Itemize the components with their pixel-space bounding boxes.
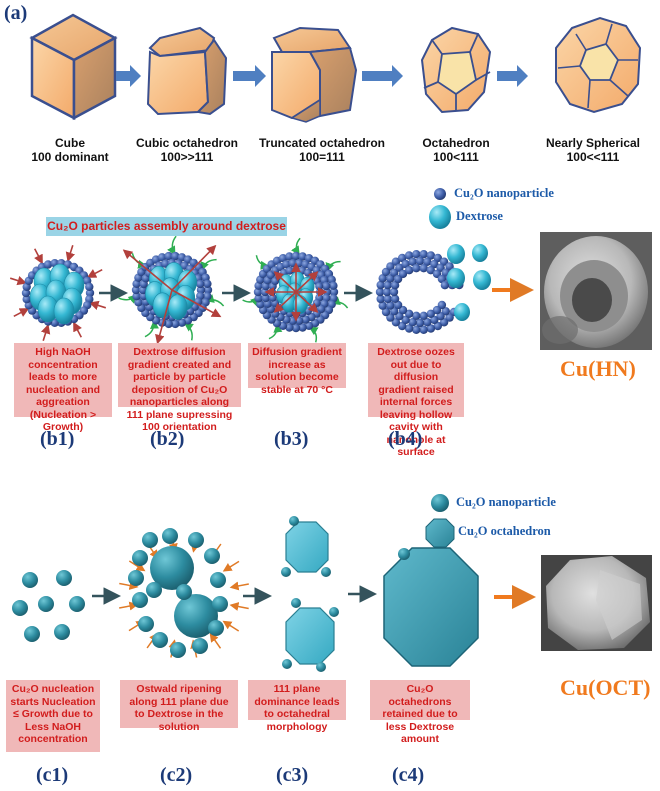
shape-ratio: 100=111	[299, 150, 345, 164]
panel-a-label: (a)	[4, 2, 28, 24]
legend-label-octahedron-c: Cu₂O octahedron	[458, 524, 551, 538]
cube-shape	[29, 13, 118, 121]
sem-image-hn	[540, 232, 652, 350]
legend-label-cu2o-b: Cu₂O nanoparticle	[454, 186, 554, 200]
shape-name: Truncated octahedron	[258, 136, 386, 150]
shape-caption-nearly-spherical: Nearly Spherical 100<<111	[530, 136, 656, 164]
step-c3-description: 111 plane dominance leads to octahedral …	[248, 680, 346, 733]
shape-caption-cube: Cube 100 dominant	[10, 136, 130, 164]
shape-caption-truncated-octahedron: Truncated octahedron 100=111	[247, 136, 397, 164]
shape-name: Nearly Spherical	[545, 136, 641, 150]
cubic-octahedron-shape	[146, 26, 228, 116]
c2-ostwald-ripening	[119, 528, 249, 658]
shape-caption-octahedron: Octahedron 100<111	[400, 136, 512, 164]
legend-cu2o-ball-c	[431, 494, 449, 512]
product-label-hn: Cu(HN)	[560, 356, 636, 381]
shape-caption-cubic-octahedron: Cubic octahedron 100>>111	[122, 136, 252, 164]
arrow-a1	[116, 65, 141, 87]
step-b3-description: Diffusion gradient increase as solution …	[248, 343, 346, 396]
step-c1-label: (c1)	[36, 764, 69, 786]
shape-name: Cubic octahedron	[135, 136, 238, 150]
shape-ratio: 100<<111	[566, 150, 620, 164]
b1-aggregate	[9, 244, 107, 342]
step-b3-label: (b3)	[274, 428, 309, 450]
truncated-octahedron-shape	[271, 26, 358, 123]
shape-ratio: 100>>111	[160, 150, 214, 164]
step-c3-label: (c3)	[276, 764, 309, 786]
c4-octahedron	[383, 547, 479, 667]
legend-label-dextrose-b: Dextrose	[456, 209, 503, 223]
shape-name: Cube	[55, 136, 85, 150]
assembly-banner: Cu₂O particles assembly around dextrose	[46, 217, 287, 236]
legend-octahedron-c	[425, 518, 455, 548]
nearly-spherical-shape	[555, 16, 642, 114]
legend-cu2o-ball-b	[434, 188, 446, 200]
shape-ratio: 100 dominant	[31, 150, 109, 164]
step-c2-description: Ostwald ripening along 111 plane due to …	[120, 680, 238, 733]
shape-name: Octahedron	[422, 136, 490, 150]
b3-aggregate	[242, 237, 349, 343]
legend-dextrose-b	[429, 205, 451, 229]
step-c2-label: (c2)	[160, 764, 193, 786]
step-b4-description: Dextrose oozes out due to diffusion grad…	[368, 343, 464, 458]
arrow-a2	[233, 65, 266, 87]
step-b4-label: (b4)	[388, 428, 423, 450]
step-b1-description: High NaOH concentration leads to more nu…	[14, 343, 112, 433]
c3-octahedra	[281, 516, 339, 672]
arrow-a4	[497, 65, 528, 87]
octahedron-shape	[420, 26, 492, 114]
b4-hollow-ring	[375, 250, 464, 334]
step-c1-description: Cu₂O nucleation starts Nucleation ≤ Grow…	[6, 680, 100, 752]
shape-ratio: 100<111	[433, 150, 479, 164]
step-b2-label: (b2)	[150, 428, 185, 450]
step-b2-description: Dextrose diffusion gradient created and …	[118, 343, 241, 433]
c1-nuclei	[12, 570, 85, 642]
legend-label-cu2o-c: Cu₂O nanoparticle	[456, 495, 556, 509]
step-b1-label: (b1)	[40, 428, 75, 450]
arrow-a3	[362, 65, 403, 87]
product-label-oct: Cu(OCT)	[560, 675, 651, 700]
b2-aggregate	[118, 235, 225, 345]
step-c4-label: (c4)	[392, 764, 425, 786]
step-c4-description: Cu₂O octahedrons retained due to less De…	[370, 680, 470, 745]
sem-image-oct	[541, 555, 652, 651]
